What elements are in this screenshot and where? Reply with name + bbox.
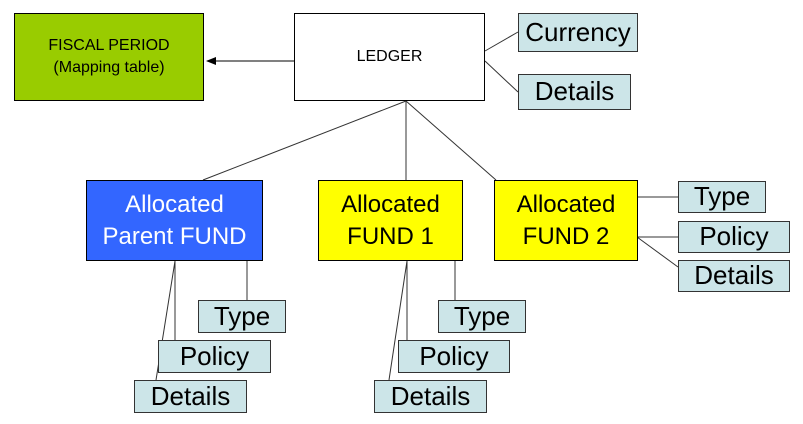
fund2-box: Allocated FUND 2 <box>494 180 638 261</box>
ledger-to-fund2-line <box>405 100 497 181</box>
ledger-details-box: Details <box>518 74 631 110</box>
ledger-to-parent-fund-line <box>202 100 407 181</box>
fund1-to-details-line <box>388 260 408 381</box>
parent-fund-box: Allocated Parent FUND <box>86 180 263 261</box>
parent-details-box: Details <box>134 380 247 413</box>
parent-type-box: Type <box>198 300 286 333</box>
fund2-to-details-line <box>636 236 679 268</box>
fund2-policy-box: Policy <box>678 221 790 253</box>
ledger-to-details-line <box>484 60 519 93</box>
parent-policy-box: Policy <box>158 340 271 373</box>
fund1-details-box: Details <box>374 380 487 413</box>
fund1-policy-box: Policy <box>398 340 510 373</box>
ledger-to-currency-line <box>484 31 519 52</box>
ledger-box: LEDGER <box>294 13 485 101</box>
fund2-type-box: Type <box>678 181 766 213</box>
fund2-details-box: Details <box>678 260 790 292</box>
ledger-currency-box: Currency <box>518 13 638 52</box>
fund1-box: Allocated FUND 1 <box>318 180 463 261</box>
fund1-type-box: Type <box>438 300 526 333</box>
fiscal-period-box: FISCAL PERIOD (Mapping table) <box>14 13 204 101</box>
